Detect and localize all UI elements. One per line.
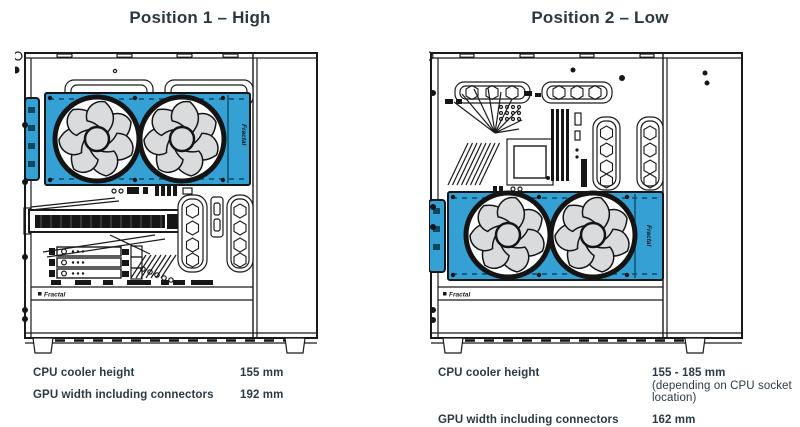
case-diagram-low-mount: Fractal Fractal [429,51,743,354]
radiator-assembly-low: Fractal [429,192,664,281]
radiator-assembly-high: Fractal [24,92,251,186]
radiator-fan-right [140,97,224,181]
chassis-rivets [22,122,28,322]
motherboard-details [111,186,193,196]
chassis-rivets [430,90,436,323]
radiator-fan-right [551,193,635,277]
figure-position-1: Position 1 – High [15,8,400,401]
top-vent-slots [459,53,710,86]
shroud-hatch [130,254,177,283]
case-foot [284,337,306,354]
bracket-screws [47,95,226,183]
bracket-screws [450,194,630,278]
cpu-socket [506,138,554,186]
spec-value: 162 mm [652,414,696,426]
spec-table: CPU cooler height 155 mm GPU width inclu… [33,367,400,401]
spec-value: 192 mm [240,389,284,401]
rear-latch [429,51,434,61]
brand-logo: Fractal [449,292,471,299]
rear-latch [15,51,23,61]
standoff-dots [498,104,522,122]
pci-slots [49,245,143,280]
radiator-brand-logo: Fractal [645,225,652,247]
figure-position-2: Position 2 – Low [400,0,800,427]
spec-note: (depending on CPU socket location) [652,380,792,404]
motherboard-details [445,87,587,193]
radiator-fan-left [466,193,550,277]
brand-logo: Fractal [44,292,66,299]
case-base [431,332,742,354]
io-panel-lines [447,87,523,186]
case-foot [32,337,54,354]
front-fan-grills [177,194,254,273]
radiator-fan-left [55,97,139,181]
spec-label: GPU width including connectors [33,389,214,401]
case-foot [442,337,464,354]
case-diagram-high-mount: Fractal [15,51,318,354]
front-fan-grills [592,116,664,191]
radiator-end-tank [429,199,446,273]
gpu-card [23,197,198,258]
radiator-end-tank [24,97,40,181]
case-foot [684,337,706,354]
ram-modules [551,109,569,181]
page-title: Position 2 – Low [531,8,669,27]
case-base [25,332,317,354]
header-connectors [51,280,213,285]
page-title: Position 1 – High [129,8,271,27]
psu-shroud: Fractal [438,286,663,301]
top-fan-handles [454,81,613,104]
spec-label: GPU width including connectors [438,414,619,426]
spec-table: CPU cooler height 155 - 185 mm (dependin… [438,367,800,426]
psu-shroud: Fractal [31,280,253,301]
spec-value: 155 - 185 mm (depending on CPU socket lo… [652,367,800,404]
spec-label: CPU cooler height [438,367,540,379]
spec-value: 155 mm [240,367,284,379]
radiator-brand-logo: Fractal [240,124,247,146]
spec-label: CPU cooler height [33,367,135,379]
